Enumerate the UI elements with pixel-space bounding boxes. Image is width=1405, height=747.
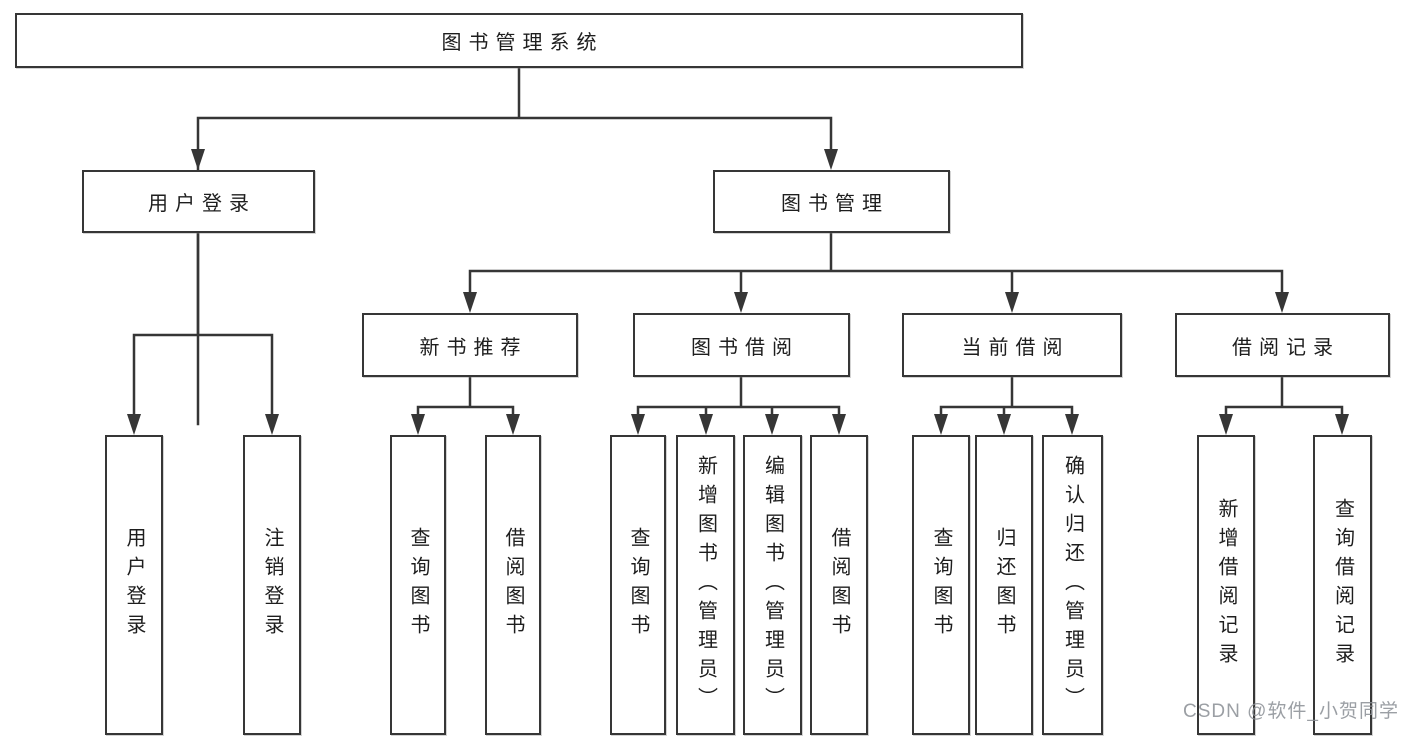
node-new-book-recommend-label: 新书推荐 — [419, 336, 528, 359]
node-book-management: 图书管理 — [713, 170, 950, 233]
leaf-query-books-recommend-label: 查询图书 — [407, 527, 429, 643]
node-new-book-recommend: 新书推荐 — [362, 313, 578, 377]
leaf-logout-label: 注销登录 — [261, 527, 283, 643]
leaf-query-borrow-record-label: 查询借阅记录 — [1331, 498, 1354, 672]
leaf-add-books-admin: 新增图书（管理员） — [676, 435, 735, 735]
node-borrow-records: 借阅记录 — [1175, 313, 1390, 377]
leaf-borrow-books-label: 借阅图书 — [828, 527, 850, 643]
node-root-label: 图书管理系统 — [441, 32, 604, 54]
node-root: 图书管理系统 — [15, 13, 1023, 68]
node-book-management-label: 图书管理 — [781, 193, 889, 215]
leaf-borrow-books: 借阅图书 — [810, 435, 868, 735]
node-book-borrow-label: 图书借阅 — [691, 336, 799, 359]
leaf-query-books-borrow: 查询图书 — [610, 435, 666, 735]
node-borrow-records-label: 借阅记录 — [1232, 336, 1340, 359]
leaf-query-books-recommend: 查询图书 — [390, 435, 446, 735]
leaf-query-books-current-label: 查询图书 — [930, 527, 952, 643]
leaf-borrow-books-recommend: 借阅图书 — [485, 435, 541, 735]
connector-book-management — [468, 231, 1284, 304]
leaf-query-books-current: 查询图书 — [912, 435, 970, 735]
leaf-borrow-books-recommend-label: 借阅图书 — [502, 527, 524, 643]
leaf-return-books: 归还图书 — [975, 435, 1033, 735]
leaf-edit-books-admin-label: 编辑图书（管理员） — [761, 454, 784, 716]
node-user-login: 用户登录 — [82, 170, 315, 233]
connector-book-borrow — [636, 375, 841, 426]
arrowheads — [127, 149, 1349, 435]
node-user-login-label: 用户登录 — [148, 193, 256, 215]
csdn-watermark: CSDN @软件_小贺同学 — [1183, 701, 1399, 722]
connector-root — [196, 66, 833, 426]
leaf-query-borrow-record: 查询借阅记录 — [1313, 435, 1372, 735]
leaf-confirm-return-admin: 确认归还（管理员） — [1042, 435, 1103, 735]
node-book-borrow: 图书借阅 — [633, 313, 850, 377]
leaf-user-login: 用户登录 — [105, 435, 163, 735]
leaf-add-books-admin-label: 新增图书（管理员） — [694, 454, 717, 716]
node-current-borrow: 当前借阅 — [902, 313, 1122, 377]
leaf-confirm-return-admin-label: 确认归还（管理员） — [1061, 454, 1084, 716]
leaf-query-books-borrow-label: 查询图书 — [627, 527, 649, 643]
leaf-logout: 注销登录 — [243, 435, 301, 735]
leaf-add-borrow-record: 新增借阅记录 — [1197, 435, 1255, 735]
connector-borrow-records — [1224, 375, 1344, 426]
leaf-edit-books-admin: 编辑图书（管理员） — [743, 435, 802, 735]
leaf-user-login-label: 用户登录 — [123, 527, 145, 643]
connector-new-book-recommend — [416, 375, 515, 426]
leaf-return-books-label: 归还图书 — [993, 527, 1015, 643]
connector-user-login — [132, 231, 274, 426]
node-current-borrow-label: 当前借阅 — [961, 336, 1070, 359]
leaf-add-borrow-record-label: 新增借阅记录 — [1215, 498, 1237, 672]
